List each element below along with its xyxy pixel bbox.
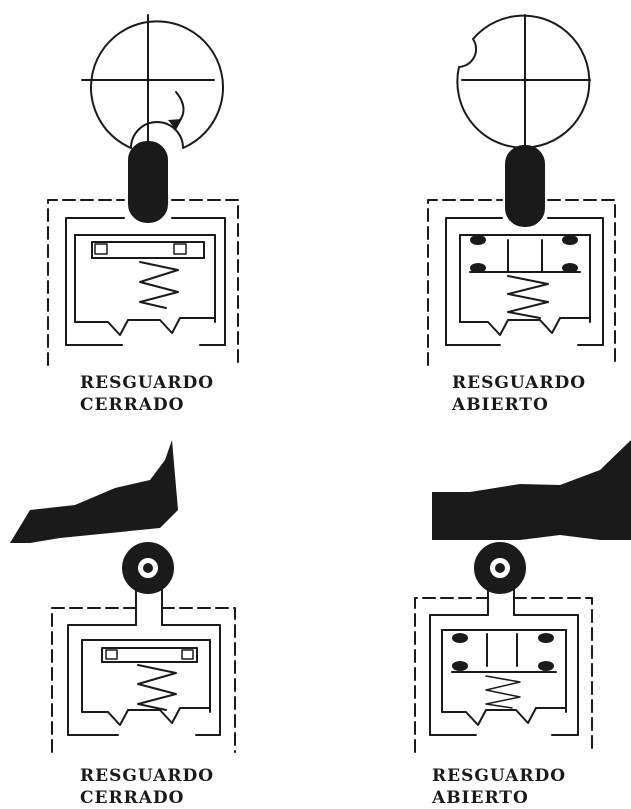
caption-roller-open: RESGUARDO ABIERTO — [432, 765, 566, 809]
switch-housing-open — [427, 199, 616, 366]
caption-line: RESGUARDO — [80, 373, 215, 393]
panel-rotary-open — [427, 14, 616, 366]
panel-roller-open — [414, 440, 631, 753]
rotary-cam-open — [456, 14, 591, 149]
panel-rotary-closed — [47, 14, 239, 366]
caption-line: ABIERTO — [452, 395, 549, 415]
rotary-cam-closed — [81, 14, 224, 149]
caption-line: ABIERTO — [432, 788, 529, 808]
caption-rotary-open: RESGUARDO ABIERTO — [452, 372, 586, 416]
spring-icon — [139, 261, 179, 309]
panel-roller-closed — [10, 440, 236, 753]
switch-housing-closed — [47, 199, 239, 366]
caption-line: CERRADO — [80, 395, 185, 415]
caption-rotary-closed: RESGUARDO CERRADO — [80, 372, 214, 416]
spring-icon — [485, 675, 521, 709]
switch-housing-roller-closed — [51, 569, 236, 753]
spring-icon — [137, 664, 177, 711]
guard-open — [432, 440, 631, 540]
caption-line: CERRADO — [80, 788, 185, 808]
plunger-open — [505, 145, 545, 227]
caption-line: RESGUARDO — [452, 373, 587, 393]
guard-closed — [10, 440, 178, 543]
caption-line: RESGUARDO — [80, 766, 215, 786]
rotation-arrow-icon — [168, 119, 182, 130]
caption-roller-closed: RESGUARDO CERRADO — [80, 765, 214, 809]
spring-icon — [507, 275, 549, 319]
switch-housing-roller-open — [414, 569, 593, 753]
caption-line: RESGUARDO — [432, 766, 567, 786]
plunger-closed — [128, 141, 168, 223]
